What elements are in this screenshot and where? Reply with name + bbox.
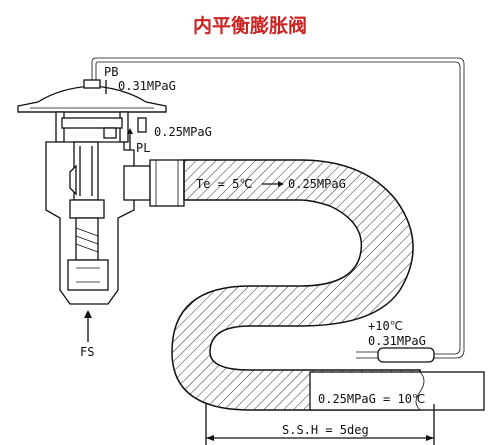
push-rods: [55, 111, 147, 143]
diaphragm-head: [17, 79, 167, 113]
fs-label: FS: [80, 345, 94, 359]
ssh-label: S.S.H = 5deg: [282, 423, 369, 437]
capillary-tube: [91, 57, 465, 359]
outlet-fitting: [123, 159, 185, 207]
outlet-state-label: 0.25MPaG = 10℃: [318, 392, 425, 406]
suction-line: [309, 371, 485, 411]
sensing-bulb: [356, 347, 435, 363]
te-value: 0.25MPaG: [288, 177, 346, 191]
inlet-arrow: [84, 310, 92, 342]
te-arrow: [262, 181, 284, 187]
pl-label: PL: [136, 141, 150, 155]
diagram-title: 内平衡膨胀阀: [193, 14, 307, 37]
pb-value: 0.31MPaG: [118, 79, 176, 93]
bulb-pressure-label: 0.31MPaG: [368, 334, 426, 348]
pl-value: 0.25MPaG: [154, 125, 212, 139]
ssh-dimension: [205, 404, 435, 445]
te-label: Te = 5℃: [196, 177, 253, 191]
superheat-temp-label: +10℃: [368, 319, 403, 333]
pb-label: PB: [104, 65, 118, 79]
valve-body: [45, 141, 135, 305]
pl-pointer: [127, 128, 133, 150]
